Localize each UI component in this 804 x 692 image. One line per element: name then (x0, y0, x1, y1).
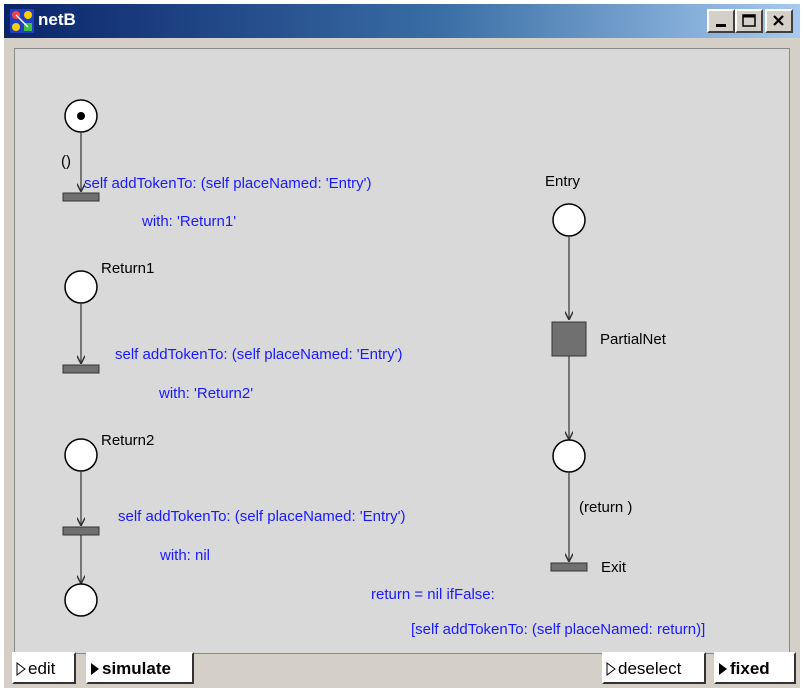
play-outline-icon (606, 662, 616, 676)
place-return2[interactable] (64, 438, 98, 472)
minimize-button[interactable] (707, 9, 735, 33)
transition-label-exit: Exit (601, 559, 627, 576)
place-end[interactable] (64, 583, 98, 617)
t3-code-line1: self addTokenTo: (self placeNamed: 'Entr… (118, 508, 406, 525)
petri-net-app-icon (10, 9, 34, 33)
window-body: () self addTokenTo: (self placeNamed: 'E… (4, 38, 800, 688)
maximize-icon (742, 14, 756, 27)
transition-partialnet[interactable] (551, 321, 587, 357)
simulate-button-label: simulate (102, 659, 171, 678)
exit-code-line2: [self addTokenTo: (self placeNamed: retu… (411, 621, 705, 638)
close-button[interactable] (765, 9, 793, 33)
transition-t1[interactable] (62, 192, 100, 202)
t2-code-line1: self addTokenTo: (self placeNamed: 'Entr… (115, 346, 403, 363)
deselect-button[interactable]: deselect (602, 652, 706, 684)
t1-code-line2: with: 'Return1' (141, 213, 236, 230)
close-icon (773, 15, 784, 26)
fixed-button[interactable]: fixed (714, 652, 796, 684)
token (77, 112, 85, 120)
petri-net-diagram[interactable]: () self addTokenTo: (self placeNamed: 'E… (15, 49, 791, 655)
edit-button-label: edit (28, 659, 56, 678)
arc-inscription-return: (return ) (579, 499, 632, 516)
place-label-return1: Return1 (101, 260, 154, 277)
title-bar[interactable]: netB (4, 4, 800, 38)
maximize-button[interactable] (735, 9, 763, 33)
place-return1[interactable] (64, 270, 98, 304)
transition-t2[interactable] (62, 364, 100, 374)
place-entry[interactable] (552, 203, 586, 237)
minimize-icon (716, 24, 726, 27)
transition-exit[interactable] (550, 562, 588, 572)
exit-code-line1: return = nil ifFalse: (371, 586, 495, 603)
window-title: netB (38, 10, 76, 29)
net-canvas[interactable]: () self addTokenTo: (self placeNamed: 'E… (14, 48, 790, 654)
arc-inscription-unit: () (61, 153, 71, 170)
place-after-partialnet[interactable] (552, 439, 586, 473)
deselect-button-label: deselect (618, 659, 682, 678)
edit-button[interactable]: edit (12, 652, 76, 684)
place-label-entry: Entry (545, 173, 581, 190)
place-label-return2: Return2 (101, 432, 154, 449)
play-icon (719, 663, 727, 675)
play-icon (91, 663, 99, 675)
t1-code-line1: self addTokenTo: (self placeNamed: 'Entr… (84, 175, 372, 192)
simulate-button[interactable]: simulate (86, 652, 194, 684)
fixed-button-label: fixed (730, 659, 770, 678)
transition-label-partialnet: PartialNet (600, 331, 667, 348)
play-outline-icon (16, 662, 26, 676)
t2-code-line2: with: 'Return2' (158, 385, 253, 402)
transition-t3[interactable] (62, 526, 100, 536)
t3-code-line2: with: nil (159, 547, 210, 564)
